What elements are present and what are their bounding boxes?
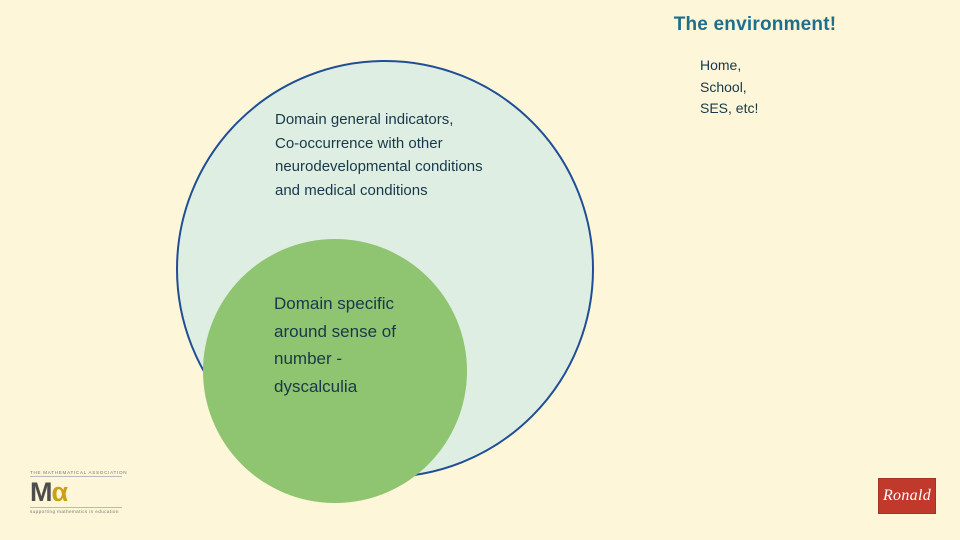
outer-circle-label-line-4: and medical conditions	[275, 182, 428, 200]
inner-circle-label-line-3: number -	[274, 349, 343, 369]
outer-circle-label: Domain general indicators, Co-occurrence…	[275, 108, 575, 203]
ma-logo-letter-m: M	[30, 477, 52, 507]
environment-note: Home, School, SES, etc!	[700, 55, 900, 120]
ma-logo-top-text: THE MATHEMATICAL ASSOCIATION	[30, 470, 128, 475]
inner-circle-domain-specific	[203, 239, 467, 503]
ma-logo-divider-top	[30, 476, 122, 477]
ma-logo-tagline: supporting mathematics in education	[30, 509, 119, 515]
inner-circle-label-line-2: around sense of	[274, 321, 396, 341]
environment-note-line-1: Home,	[700, 57, 742, 73]
mathematical-association-logo: THE MATHEMATICAL ASSOCIATION Mα supporti…	[30, 470, 128, 522]
environment-note-line-3: SES, etc!	[700, 100, 759, 117]
ma-logo-letter-alpha: α	[51, 477, 69, 507]
ronald-logo: Ronald	[878, 478, 936, 514]
outer-circle-label-line-3: neurodevelopmental conditions	[275, 158, 483, 176]
ma-logo-mark: Mα	[30, 478, 125, 506]
ma-logo-divider-bottom	[30, 507, 122, 509]
inner-circle-label-line-1: Domain specific	[274, 294, 394, 313]
outer-circle-label-line-1: Domain general indicators,	[275, 111, 454, 128]
outer-circle-label-line-2: Co-occurrence with other	[275, 134, 443, 152]
inner-circle-label-line-4: dyscalculia	[274, 376, 358, 396]
environment-note-line-2: School,	[700, 78, 747, 95]
inner-circle-label: Domain specific around sense of number -…	[274, 290, 484, 400]
page-title: The environment!	[673, 14, 837, 35]
ronald-logo-script: Ronald	[882, 487, 932, 504]
